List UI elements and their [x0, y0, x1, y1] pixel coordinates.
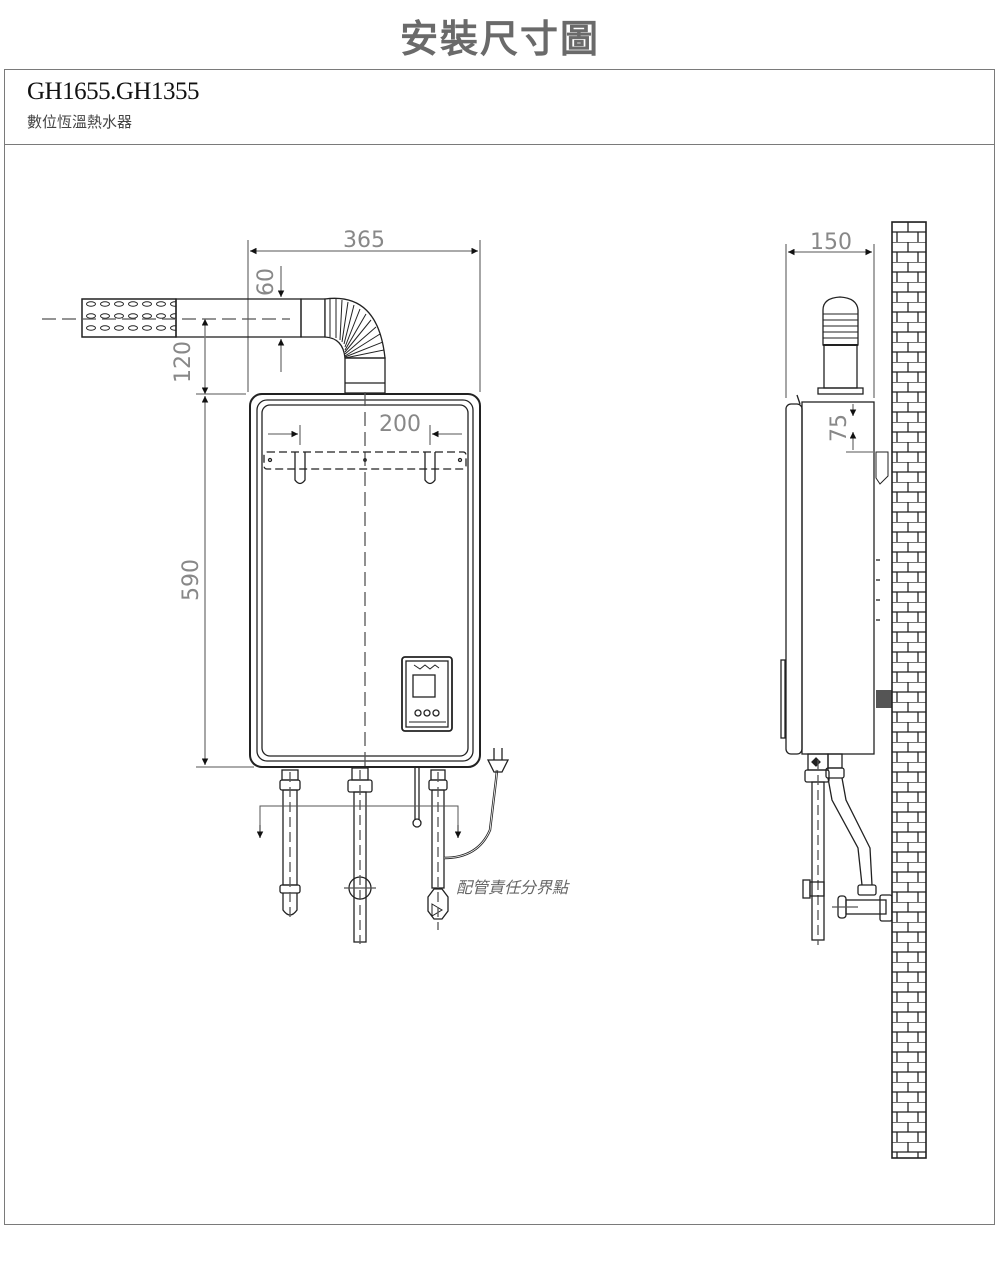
drawing-frame: GH1655.GH1355 數位恆溫熱水器	[4, 69, 995, 1225]
heater-body-front	[249, 392, 481, 770]
product-name: 數位恆溫熱水器	[27, 113, 133, 131]
side-view	[780, 221, 927, 1159]
dimension-label-side-flue-offset: 75	[827, 414, 852, 442]
header-band: GH1655.GH1355 數位恆溫熱水器	[5, 70, 994, 145]
dimension-label-flue-offset: 60	[254, 268, 279, 296]
flue-pipe	[42, 297, 386, 394]
dimension-label-flue-height: 120	[171, 341, 196, 383]
dimension-label-width: 365	[343, 228, 385, 253]
front-view	[42, 240, 510, 944]
brick-wall	[891, 221, 927, 1159]
model-number: GH1655.GH1355	[27, 78, 199, 105]
piping-responsibility-note: 配管責任分界點	[456, 878, 570, 897]
dimension-label-depth: 150	[810, 230, 852, 255]
water-pipes-front	[256, 748, 510, 944]
dimension-label-bracket-spacing: 200	[379, 412, 421, 437]
dimension-flue-height	[196, 319, 246, 395]
heater-body-side	[780, 394, 892, 755]
flue-terminal-side	[817, 296, 864, 395]
water-pipes-side	[802, 753, 893, 945]
control-panel	[401, 656, 453, 732]
dimension-body-height	[196, 396, 254, 768]
page-title: 安裝尺寸圖	[399, 17, 600, 61]
dimension-label-body-height: 590	[179, 559, 204, 601]
dimension-width	[247, 240, 481, 392]
